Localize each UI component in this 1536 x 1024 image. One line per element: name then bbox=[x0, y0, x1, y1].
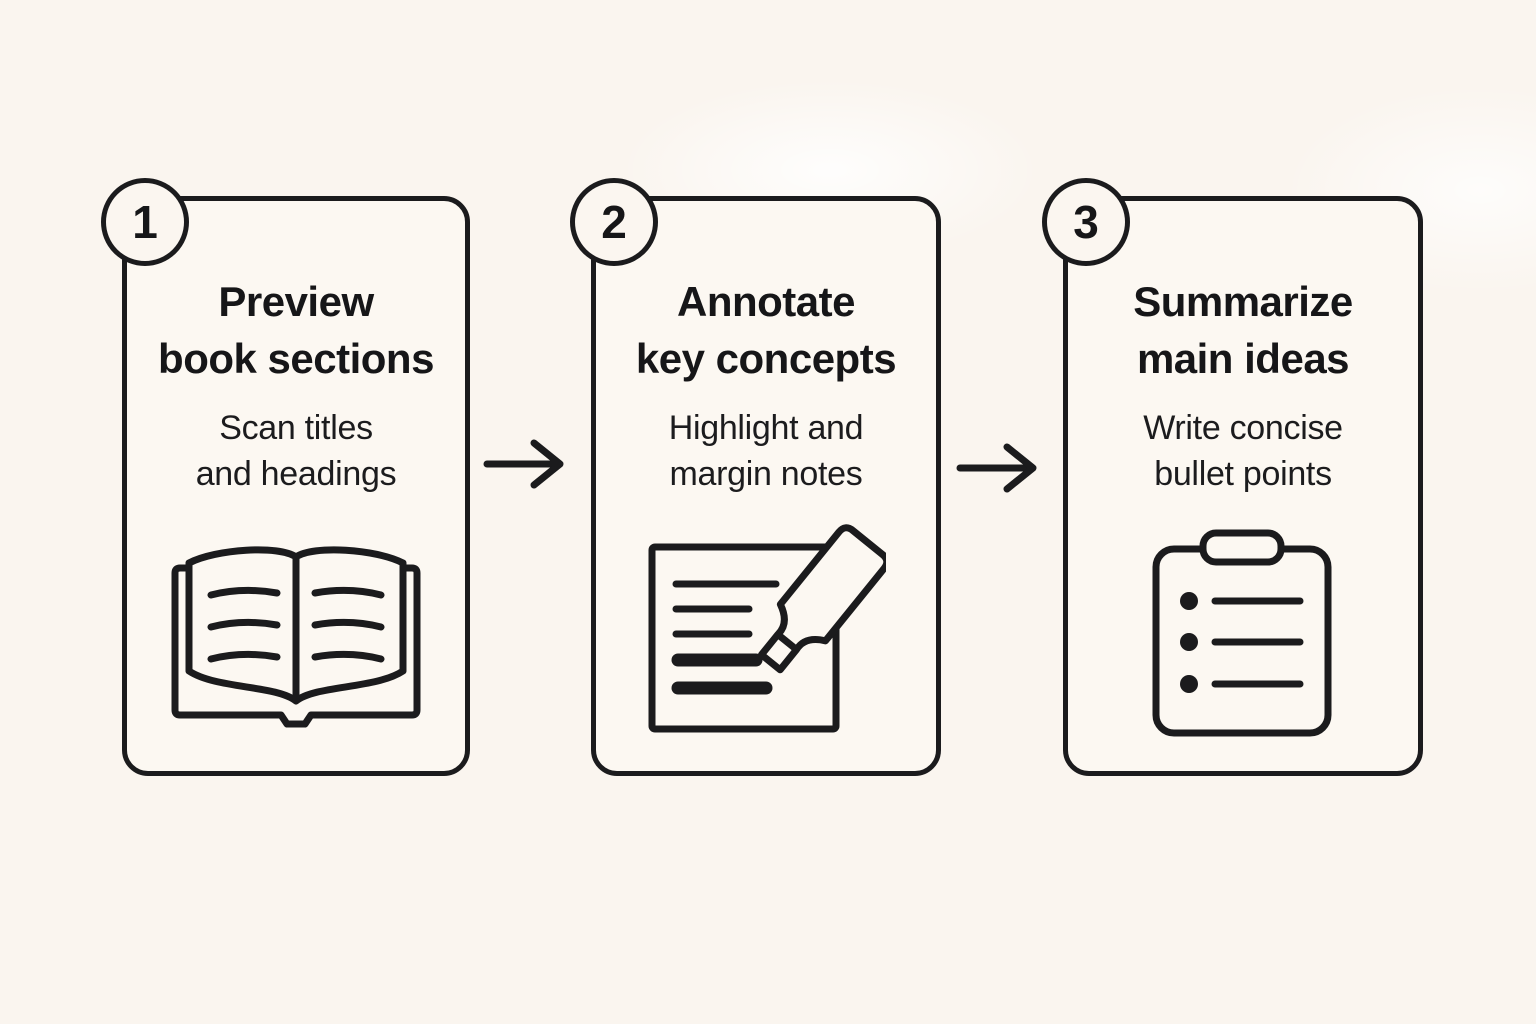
step-2-title: Annotate key concepts bbox=[596, 273, 936, 387]
step-3-number-badge: 3 bbox=[1042, 178, 1130, 266]
title-line: key concepts bbox=[635, 335, 897, 382]
step-1-description: Scan titles and headings bbox=[127, 405, 465, 497]
title-line: Annotate bbox=[677, 278, 856, 325]
description-line: Write concise bbox=[1143, 409, 1343, 447]
title-line: Summarize bbox=[1133, 278, 1353, 325]
step-number: 2 bbox=[601, 196, 627, 248]
step-card-1: 1 Preview book sections Scan titles and … bbox=[101, 178, 470, 776]
step-3-description: Write concise bullet points bbox=[1068, 405, 1418, 497]
step-number: 3 bbox=[1073, 196, 1099, 248]
description-line: Highlight and bbox=[668, 409, 864, 447]
step-2-description: Highlight and margin notes bbox=[596, 405, 936, 497]
step-number: 1 bbox=[132, 196, 158, 248]
step-2-number-badge: 2 bbox=[570, 178, 658, 266]
step-card-2: 2 Annotate key concepts Highlight and ma… bbox=[570, 178, 941, 776]
description-line: margin notes bbox=[669, 455, 863, 493]
step-card-3: 3 Summarize main ideas Write concise bul… bbox=[1042, 178, 1423, 776]
step-3-title: Summarize main ideas bbox=[1068, 273, 1418, 387]
title-line: Preview bbox=[218, 278, 374, 325]
title-line: book sections bbox=[158, 335, 434, 382]
description-line: bullet points bbox=[1154, 455, 1332, 493]
right-arrow-icon bbox=[482, 434, 574, 494]
step-1-title: Preview book sections bbox=[127, 273, 465, 387]
right-arrow-icon bbox=[955, 438, 1047, 498]
description-line: Scan titles bbox=[219, 409, 373, 447]
open-book-icon bbox=[127, 543, 465, 738]
step-1-number-badge: 1 bbox=[101, 178, 189, 266]
clipboard-checklist-icon bbox=[1068, 528, 1418, 740]
description-line: and headings bbox=[195, 455, 397, 493]
highlighter-document-icon bbox=[596, 521, 936, 736]
title-line: main ideas bbox=[1136, 335, 1350, 382]
